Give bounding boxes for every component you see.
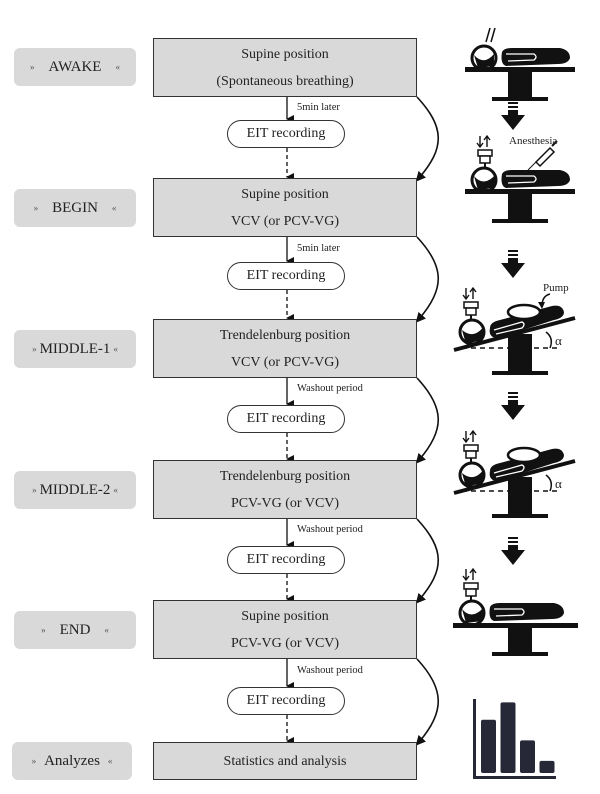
chevron-left-icon: « xyxy=(111,203,117,213)
syringe-icon xyxy=(527,140,558,171)
interval-note: 5min later xyxy=(297,102,340,113)
step-line: Trendelenburg position xyxy=(219,468,351,484)
chart-axis-x xyxy=(473,776,556,779)
stage-label-middle-2: » MIDDLE-2 « xyxy=(14,471,136,509)
step-line: VCV (or PCV-VG) xyxy=(230,354,340,370)
angle-alpha-label: α xyxy=(555,333,562,348)
chart-bar xyxy=(500,702,516,773)
stage-label-awake: » AWAKE « xyxy=(14,48,136,86)
down-arrow-icon xyxy=(501,537,525,565)
chevron-right-icon: » xyxy=(33,203,39,213)
interval-note: Washout period xyxy=(297,524,363,535)
curved-bypass-arrow xyxy=(415,658,439,746)
interval-note: Washout period xyxy=(297,665,363,676)
chart-bar xyxy=(520,740,535,773)
chevron-right-icon: » xyxy=(30,62,35,72)
stage-label-text: MIDDLE-1 xyxy=(39,340,111,357)
patient-trendelenburg-icon xyxy=(453,429,576,518)
eit-recording-pill: EIT recording xyxy=(227,120,345,148)
chevron-right-icon: » xyxy=(41,625,46,635)
patient-supine-ventilated-icon xyxy=(453,567,578,656)
step-line: Statistics and analysis xyxy=(223,753,347,769)
chart-bar xyxy=(539,760,555,773)
step-box-middle-2: Trendelenburg position PCV-VG (or VCV) xyxy=(153,460,417,519)
chevron-right-icon: » xyxy=(31,756,37,766)
curved-bypass-arrow xyxy=(415,518,439,604)
angle-alpha-label: α xyxy=(555,476,562,491)
pump-pointer-icon xyxy=(538,293,551,309)
step-line: PCV-VG (or VCV) xyxy=(230,635,340,651)
down-arrow-icon xyxy=(501,392,525,420)
chevron-left-icon: « xyxy=(113,485,118,495)
curved-bypass-arrow xyxy=(415,236,439,323)
interval-note: Washout period xyxy=(297,383,363,394)
bar-chart-icon xyxy=(473,699,556,779)
step-box-end: Supine position PCV-VG (or VCV) xyxy=(153,600,417,659)
pump-label: Pump xyxy=(543,282,569,294)
eit-recording-pill: EIT recording xyxy=(227,262,345,290)
step-line: Supine position xyxy=(241,608,329,624)
stage-label-text: END xyxy=(59,621,91,638)
chevron-right-icon: » xyxy=(32,485,37,495)
step-box-middle-1: Trendelenburg position VCV (or PCV-VG) xyxy=(153,319,417,378)
stage-label-analyzes: » Analyzes « xyxy=(12,742,132,780)
interval-note: 5min later xyxy=(297,243,340,254)
down-arrow-icon xyxy=(501,250,525,278)
patient-trendelenburg-icon xyxy=(453,286,576,375)
step-line: Trendelenburg position xyxy=(219,327,351,343)
step-box-analyzes: Statistics and analysis xyxy=(153,742,417,780)
chart-bar xyxy=(481,719,496,773)
stage-label-begin: » BEGIN « xyxy=(14,189,136,227)
step-line: (Spontaneous breathing) xyxy=(216,73,354,89)
patient-supine-awake-icon xyxy=(465,27,575,101)
step-line: Supine position xyxy=(241,46,329,62)
chart-axis-y xyxy=(473,699,476,779)
stage-label-text: BEGIN xyxy=(52,199,98,216)
chevron-left-icon: « xyxy=(113,344,118,354)
step-line: Supine position xyxy=(241,186,329,202)
stage-label-text: AWAKE xyxy=(48,58,102,75)
stage-label-middle-1: » MIDDLE-1 « xyxy=(14,330,136,368)
chevron-left-icon: « xyxy=(104,625,109,635)
down-arrow-icon xyxy=(501,102,525,130)
stage-label-text: Analyzes xyxy=(44,752,100,769)
curved-bypass-arrow xyxy=(415,96,439,182)
step-line: PCV-VG (or VCV) xyxy=(230,495,340,511)
eit-recording-pill: EIT recording xyxy=(227,546,345,574)
curved-bypass-arrow xyxy=(415,377,439,464)
chevron-left-icon: « xyxy=(115,62,120,72)
stage-label-end: » END « xyxy=(14,611,136,649)
chevron-left-icon: « xyxy=(107,756,113,766)
stage-label-text: MIDDLE-2 xyxy=(39,481,111,498)
eit-recording-pill: EIT recording xyxy=(227,405,345,433)
chevron-right-icon: » xyxy=(32,344,37,354)
step-box-begin: Supine position VCV (or PCV-VG) xyxy=(153,178,417,237)
step-line: VCV (or PCV-VG) xyxy=(230,213,340,229)
eit-recording-pill: EIT recording xyxy=(227,687,345,715)
patient-supine-ventilated-icon xyxy=(465,134,575,223)
step-box-awake: Supine position (Spontaneous breathing) xyxy=(153,38,417,97)
anesthesia-label: Anesthesia xyxy=(509,135,558,147)
